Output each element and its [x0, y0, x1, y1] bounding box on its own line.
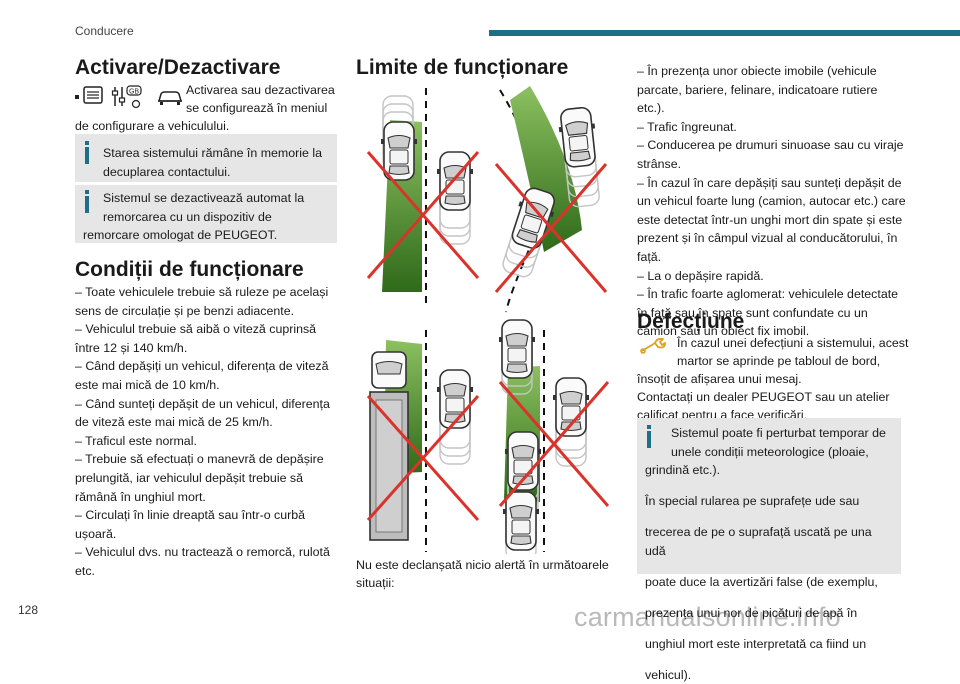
limit-line: etc.).	[637, 101, 665, 116]
condition-line: – Când sunteți depășit de un vehicul, di…	[75, 396, 330, 411]
note-weather-line: unghiul mort este interpretată ca fiind …	[645, 636, 867, 651]
info-icon	[85, 141, 89, 164]
condition-line: sens de circulație și pe benzi adiacente…	[75, 303, 295, 318]
language-badge: GB	[129, 89, 139, 96]
fault-line2: martor se aprinde pe tabloul de bord,	[677, 354, 881, 368]
own-car	[552, 377, 590, 437]
condition-line: între 12 și 140 km/h.	[75, 340, 188, 355]
info-icon	[85, 190, 89, 213]
limit-line: – În trafic foarte aglomerat: vehiculele…	[637, 287, 899, 302]
limit-line: camion sau un obiect fix imobil.	[637, 324, 810, 339]
car-front	[498, 319, 536, 379]
note-weather-line: În special rularea pe suprafețe ude sau	[645, 494, 860, 509]
condition-line: – Vehiculul trebuie să aibă o viteză cup…	[75, 322, 317, 337]
own-car	[436, 369, 474, 429]
condition-line: – Când depășiți un vehicul, diferența de…	[75, 359, 329, 374]
wrench-warning-icon	[640, 337, 666, 354]
scene-parked-objects	[366, 88, 480, 308]
limit-line: – În cazul în care depășiți sau sunteți …	[637, 175, 902, 190]
conditions-list: – Toate vehiculele trebuie să ruleze pe …	[75, 283, 345, 581]
fault-line3: însoțit de afișarea unui mesaj.	[637, 372, 802, 386]
fault-line4: Contactați un dealer PEUGEOT sau un atel…	[637, 390, 890, 404]
limit-line: – Trafic îngreunat.	[637, 119, 737, 134]
limit-line: în față sau în spate sunt confundate cu …	[637, 305, 868, 320]
note-towing-line1: Sistemul se dezactivează automat la	[103, 191, 305, 205]
note-towing: Sistemul se dezactivează automat la remo…	[75, 185, 337, 243]
note-weather-line: poate duce la avertizări false (de exemp…	[645, 574, 878, 589]
note-towing-line2: remorcarea cu un dispozitiv de	[103, 209, 272, 224]
condition-line: ușoară.	[75, 526, 117, 541]
limits-caption-line2: situații:	[356, 576, 395, 590]
car-rear-2	[502, 491, 540, 551]
limit-line: strânse.	[637, 156, 682, 171]
scene-dense-traffic	[498, 319, 610, 554]
other-car	[436, 151, 474, 211]
note-weather: Sistemul poate fi perturbat temporar de …	[637, 418, 901, 682]
condition-line: – Circulați în linie dreaptă sau într-o …	[75, 508, 306, 523]
activation-line1: Activarea sau dezactivarea	[186, 83, 335, 97]
condition-line: etc.	[75, 563, 95, 578]
note-weather-line: prezența unui nor de picături de apă în	[645, 605, 858, 620]
car-blind-spot-icon	[158, 91, 182, 105]
scene-tight-curve	[494, 86, 608, 313]
note-towing-line3: remorcare omologat de PEUGEOT.	[83, 228, 278, 243]
activation-line3: de configurare a vehiculului.	[75, 119, 230, 133]
limit-line: parcate, bariere, felinare, indicatoare …	[637, 82, 878, 97]
note-weather-line: vehicul).	[645, 667, 692, 682]
truck	[369, 351, 409, 541]
header-rule	[489, 30, 960, 36]
condition-line: – Trebuie să efectuați o manevră de depă…	[75, 452, 324, 467]
detection-zone	[510, 86, 582, 252]
limits-caption-line1: Nu este declanșată nicio alertă în următ…	[356, 558, 609, 572]
settings-sliders-icon: GB	[111, 85, 142, 109]
limit-line: – În prezența unor obiecte imobile (vehi…	[637, 64, 877, 78]
limit-line: prezent și în câmpul vizual al conducăto…	[637, 231, 898, 246]
note-memory: Starea sistemului rămâne în memorie la d…	[75, 134, 337, 182]
condition-line: prelungită, iar vehiculul depășit trebui…	[75, 470, 303, 485]
menu-icons: GB	[75, 85, 182, 109]
condition-line: este mai mică de 10 km/h.	[75, 377, 220, 392]
note-memory-text: Starea sistemului rămâne în memorie la d…	[103, 146, 322, 179]
condition-line: – Vehiculul dvs. nu tractează o remorcă,…	[75, 545, 330, 560]
note-weather-line3: grindină etc.).	[645, 463, 721, 478]
condition-line: – Traficul este normal.	[75, 433, 197, 448]
note-weather-line1: Sistemul poate fi perturbat temporar de	[671, 426, 886, 440]
scene-long-vehicle	[366, 330, 480, 552]
fault-line1: În cazul unei defecțiuni a sistemului, a…	[677, 336, 909, 350]
condition-line: – Toate vehiculele trebuie să ruleze pe …	[75, 285, 329, 299]
limits-illustration	[366, 86, 610, 554]
limits-list: – În prezența unor obiecte imobile (vehi…	[637, 62, 912, 341]
activation-title: Activare/Dezactivare	[75, 56, 281, 79]
watermark: carmanualsonline.info	[574, 602, 841, 632]
note-weather-body: În special rularea pe suprafețe ude sau t…	[645, 492, 891, 684]
condition-line: de viteză este mai mică de 25 km/h.	[75, 415, 273, 430]
info-icon	[647, 425, 651, 448]
limit-line: – La o depășire rapidă.	[637, 268, 764, 283]
limits-title: Limite de funcționare	[356, 56, 569, 79]
conditions-title: Condiții de funcționare	[75, 258, 304, 281]
limit-line: este detectat într-un unghi mort din spa…	[637, 212, 903, 227]
note-weather-line2: unele condiții meteorologice (ploaie,	[671, 444, 869, 459]
condition-line: rămână în unghiul mort.	[75, 489, 206, 504]
screen-menu-icon	[75, 86, 103, 104]
note-weather-line: trecerea de pe o suprafață uscată pe una…	[645, 525, 872, 558]
activation-line2: se configurează în meniul	[186, 101, 328, 115]
page-number: 128	[18, 603, 39, 617]
fault-title: Defecțiune	[637, 310, 745, 333]
running-head: Conducere	[75, 24, 134, 38]
limit-line: – Conducerea pe drumuri sinuoase sau cu …	[637, 138, 904, 153]
limit-line: un vehicul foarte lung (camion, autocar …	[637, 194, 906, 209]
limit-line: față.	[637, 249, 662, 264]
